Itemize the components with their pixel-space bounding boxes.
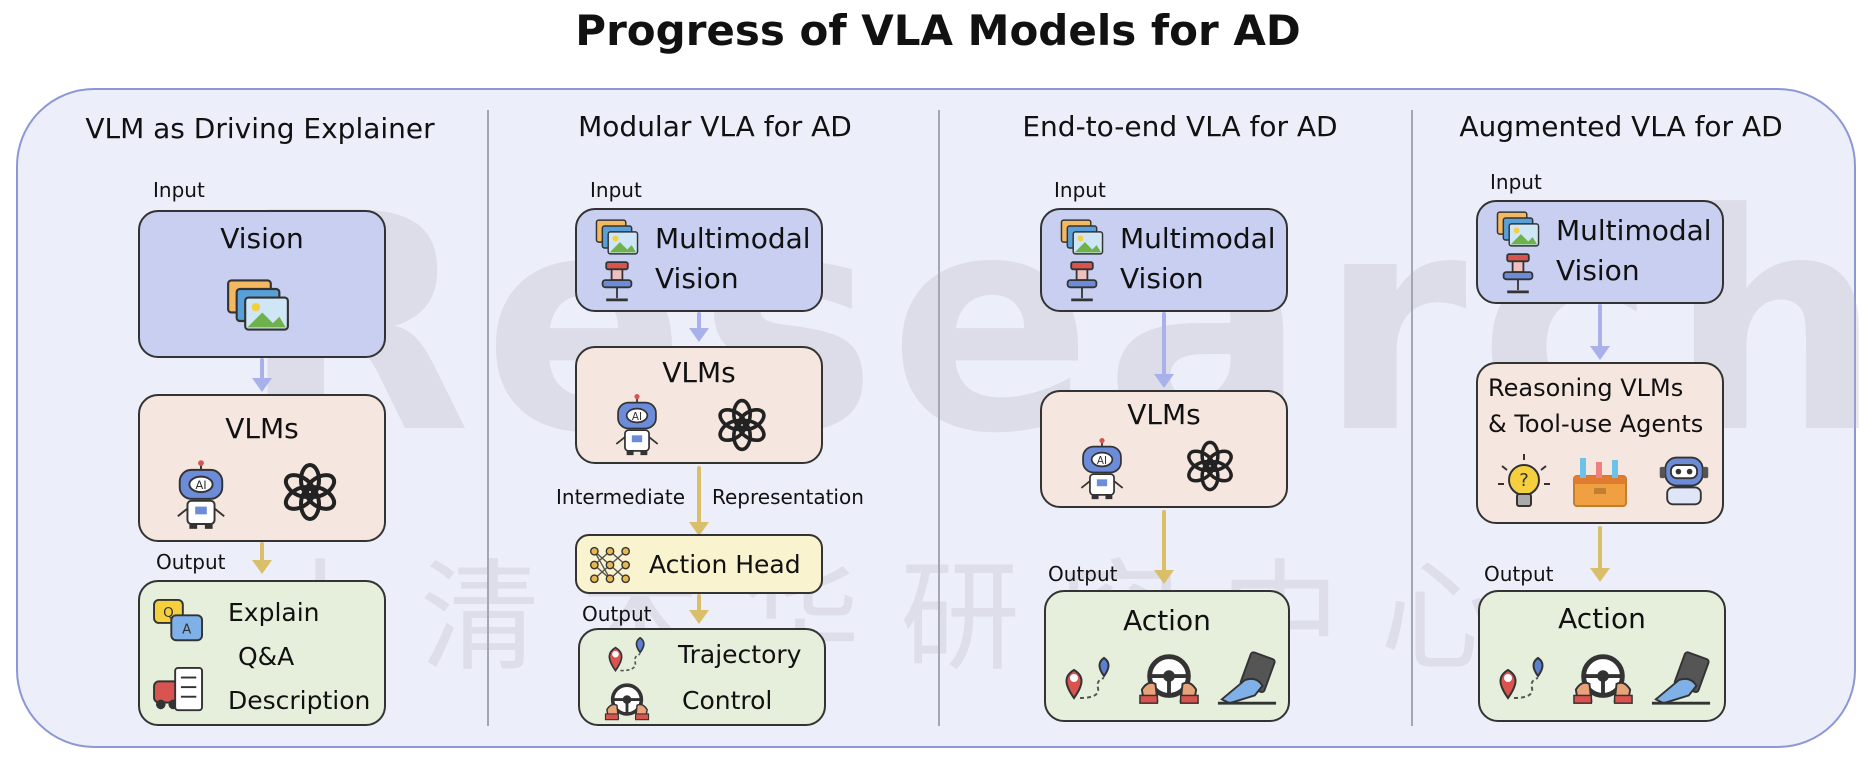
input-vision: Vision (1120, 262, 1204, 295)
representation-left: Intermediate (556, 485, 686, 509)
map-pin-icon (1060, 654, 1116, 704)
picture-icon (226, 278, 290, 332)
vlms-label: VLMs (662, 356, 736, 389)
action-label: Action (1123, 604, 1211, 637)
steering-wheel-icon (1138, 650, 1200, 706)
vision-box: Multimodal Vision (1040, 208, 1288, 312)
arrow-down (252, 358, 272, 392)
lidar-sensor-icon (599, 260, 635, 302)
toolbox-icon (1568, 454, 1632, 510)
steering-wheel-icon (604, 680, 650, 722)
vlms-box: VLMs (575, 346, 823, 464)
action-head-label: Action Head (649, 550, 801, 579)
lidar-sensor-icon (1500, 252, 1536, 294)
pedal-icon (1650, 650, 1712, 706)
arrow-down (689, 466, 709, 536)
representation-right: Representation (712, 485, 864, 509)
openai-icon (713, 396, 771, 454)
output-qa: Q&A (238, 642, 295, 671)
output-box: Explain Q&A Description (138, 580, 386, 726)
action-head-box: Action Head (575, 534, 823, 594)
steering-wheel-icon (1572, 650, 1634, 706)
chat-qa-icon (152, 598, 206, 646)
input-multimodal: Multimodal (1120, 222, 1276, 255)
vision-label: Vision (220, 222, 304, 255)
checklist-car-icon (152, 666, 206, 714)
output-box: Action (1044, 590, 1290, 722)
map-pin-icon (604, 634, 650, 676)
openai-icon (278, 460, 342, 524)
picture-icon (1060, 218, 1104, 256)
lidar-sensor-icon (1064, 260, 1100, 302)
panel-separator (938, 110, 940, 726)
reasoning-line-2: & Tool-use Agents (1488, 410, 1704, 438)
output-description: Description (228, 686, 371, 715)
vlms-label: VLMs (225, 412, 299, 445)
map-pin-icon (1494, 654, 1550, 704)
arrow-down (689, 312, 709, 342)
output-box: Trajectory Control (578, 628, 826, 726)
robot-icon (1076, 438, 1128, 500)
input-label: Input (1054, 178, 1106, 202)
picture-icon (595, 218, 639, 256)
robot-icon (172, 460, 230, 530)
openai-icon (1182, 438, 1238, 494)
arrow-down (252, 542, 272, 574)
input-label: Input (153, 178, 205, 202)
agent-robot-icon (1656, 452, 1712, 508)
reasoning-line-1: Reasoning VLMs (1488, 374, 1684, 402)
vlms-box: VLMs (138, 394, 386, 542)
output-label: Output (582, 602, 652, 626)
panel-title: End-to-end VLA for AD (1022, 110, 1338, 143)
input-multimodal: Multimodal (655, 222, 811, 255)
panel-title: Augmented VLA for AD (1459, 110, 1783, 143)
arrow-down (1154, 312, 1174, 388)
arrow-down (1154, 510, 1174, 584)
input-multimodal: Multimodal (1556, 214, 1712, 247)
vision-box: Multimodal Vision (575, 208, 823, 312)
panel-separator (487, 110, 489, 726)
picture-icon (1496, 210, 1540, 248)
action-label: Action (1558, 602, 1646, 635)
output-label: Output (1484, 562, 1554, 586)
input-vision: Vision (655, 262, 739, 295)
input-label: Input (590, 178, 642, 202)
panel-title: VLM as Driving Explainer (85, 112, 435, 145)
output-trajectory: Trajectory (678, 640, 802, 669)
vlms-box: VLMs (1040, 390, 1288, 508)
output-control: Control (682, 686, 773, 715)
page-title: Progress of VLA Models for AD (575, 6, 1301, 55)
vlms-label: VLMs (1127, 398, 1201, 431)
pedal-icon (1216, 650, 1278, 706)
arrow-down (689, 594, 709, 624)
panel-title: Modular VLA for AD (578, 110, 852, 143)
arrow-down (1590, 526, 1610, 582)
output-box: Action (1478, 590, 1726, 722)
vision-box: Vision (138, 210, 386, 358)
output-explain: Explain (228, 598, 320, 627)
watermark-chinese: 水清木华研究中心 (260, 549, 1540, 688)
neural-net-icon (587, 542, 633, 588)
input-vision: Vision (1556, 254, 1640, 287)
arrow-down (1590, 304, 1610, 360)
reasoning-vlms-box: Reasoning VLMs & Tool-use Agents (1476, 362, 1724, 524)
panel-separator (1411, 110, 1413, 726)
input-label: Input (1490, 170, 1542, 194)
output-label: Output (156, 550, 226, 574)
output-label: Output (1048, 562, 1118, 586)
lightbulb-icon (1494, 452, 1554, 512)
vision-box: Multimodal Vision (1476, 200, 1724, 304)
robot-icon (611, 394, 663, 456)
